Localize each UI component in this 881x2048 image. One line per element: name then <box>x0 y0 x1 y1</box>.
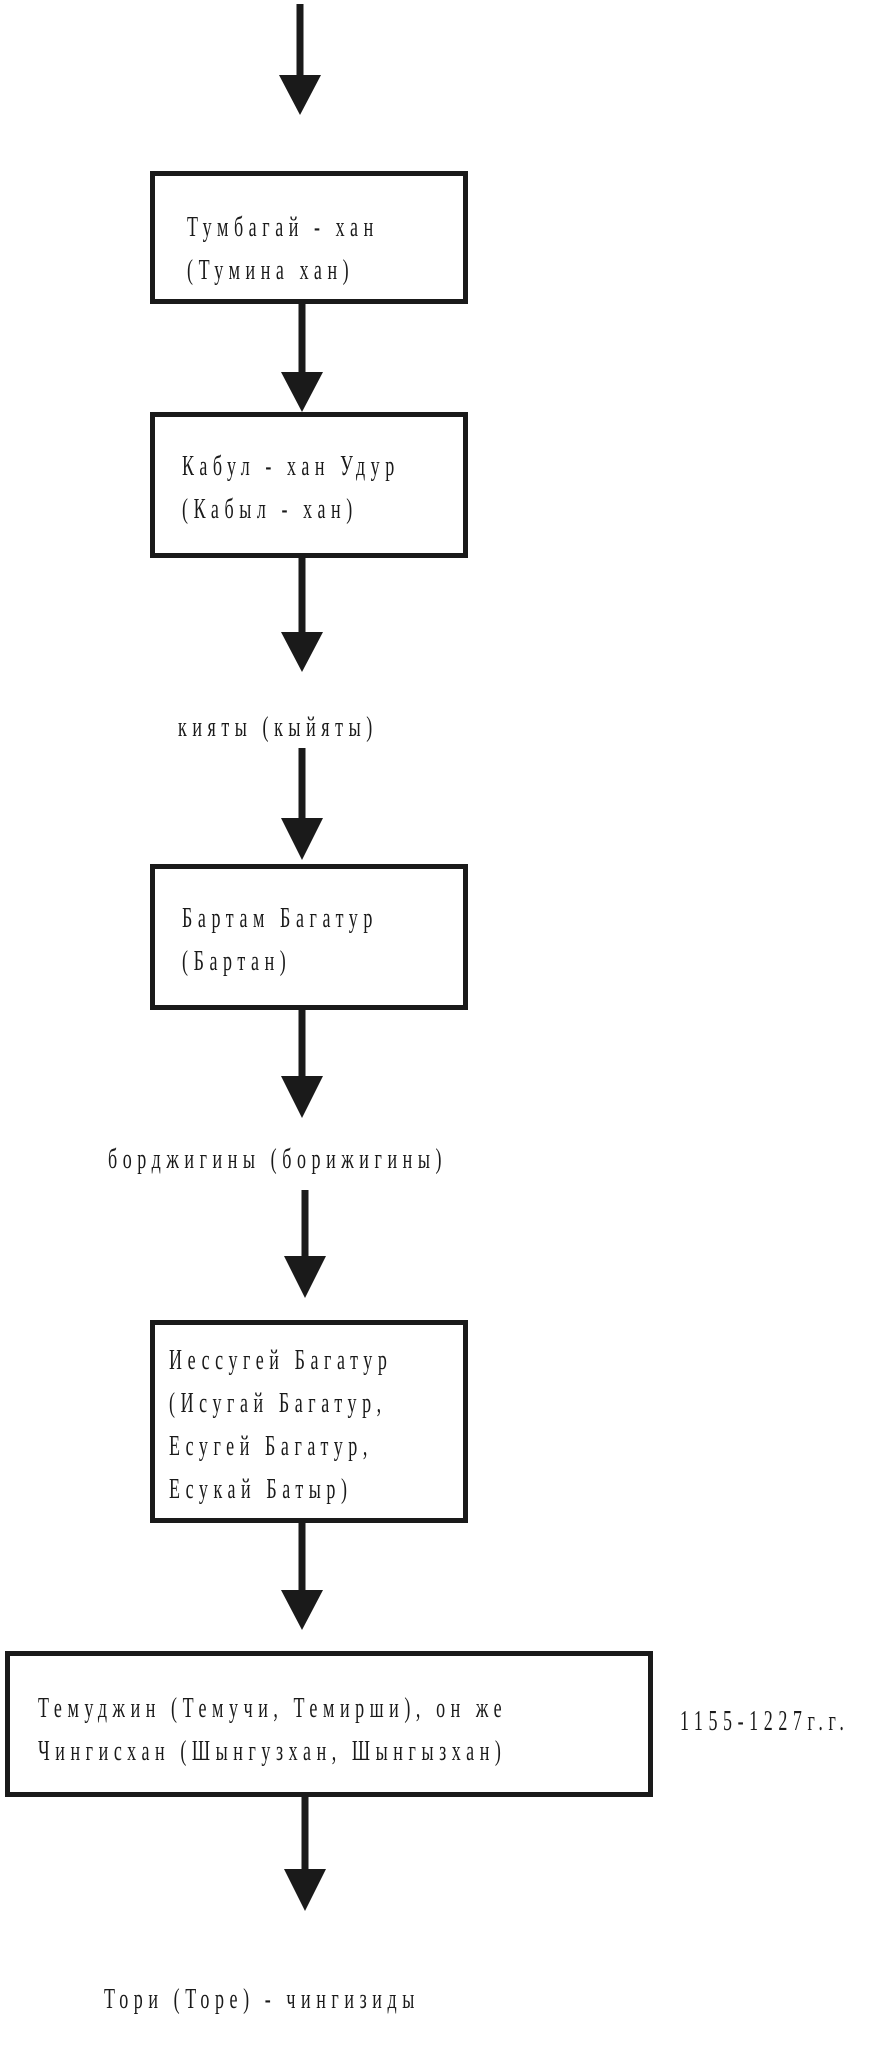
node-iessugei-bagatur: Иессугей Багатур (Исугай Багатур, Есугей… <box>150 1320 468 1523</box>
node-line: Иессугей Багатур <box>169 1344 393 1376</box>
node-text: Тумбагай - хан (Тумина хан) <box>187 206 379 292</box>
node-text: Темуджин (Темучи, Темирши), он же Чингис… <box>38 1687 507 1773</box>
label-tori-chingizids: Тори (Торе) - чингизиды <box>104 1983 420 2015</box>
arrowhead <box>281 1076 323 1118</box>
arrowhead <box>281 818 323 860</box>
node-line: (Бартан) <box>182 945 292 977</box>
node-temujin-chingiskhan: Темуджин (Темучи, Темирши), он же Чингис… <box>5 1651 653 1797</box>
node-line: Тумбагай - хан <box>187 211 379 243</box>
node-line: Темуджин (Темучи, Темирши), он же <box>38 1692 508 1724</box>
arrowhead <box>284 1869 326 1911</box>
arrowhead <box>279 75 321 115</box>
node-line: Есукай Батыр) <box>169 1473 353 1505</box>
label-years: 1155-1227г.г. <box>680 1705 850 1737</box>
arrowhead <box>281 632 323 672</box>
node-tumbagai-khan: Тумбагай - хан (Тумина хан) <box>150 171 468 304</box>
node-line: (Исугай Багатур, <box>169 1387 387 1419</box>
node-bartam-bagatur: Бартам Багатур (Бартан) <box>150 864 468 1010</box>
node-line: Есугей Багатур, <box>169 1430 373 1462</box>
arrowhead <box>281 372 323 412</box>
node-line: Бартам Багатур <box>182 902 378 934</box>
node-text: Бартам Багатур (Бартан) <box>182 897 378 983</box>
node-kabul-khan: Кабул - хан Удур (Кабыл - хан) <box>150 412 468 558</box>
label-kiyaty: кияты (кыйяты) <box>178 711 378 743</box>
node-line: (Тумина хан) <box>187 254 355 286</box>
label-borjigins: борджигины (борижигины) <box>108 1143 448 1175</box>
node-line: (Кабыл - хан) <box>182 493 358 525</box>
node-text: Иессугей Багатур (Исугай Багатур, Есугей… <box>169 1339 392 1511</box>
node-line: Кабул - хан Удур <box>182 450 400 482</box>
node-line: Чингисхан (Шынгузхан, Шынгызхан) <box>38 1735 507 1767</box>
arrowhead <box>284 1256 326 1298</box>
arrowhead <box>281 1590 323 1630</box>
node-text: Кабул - хан Удур (Кабыл - хан) <box>182 445 400 531</box>
